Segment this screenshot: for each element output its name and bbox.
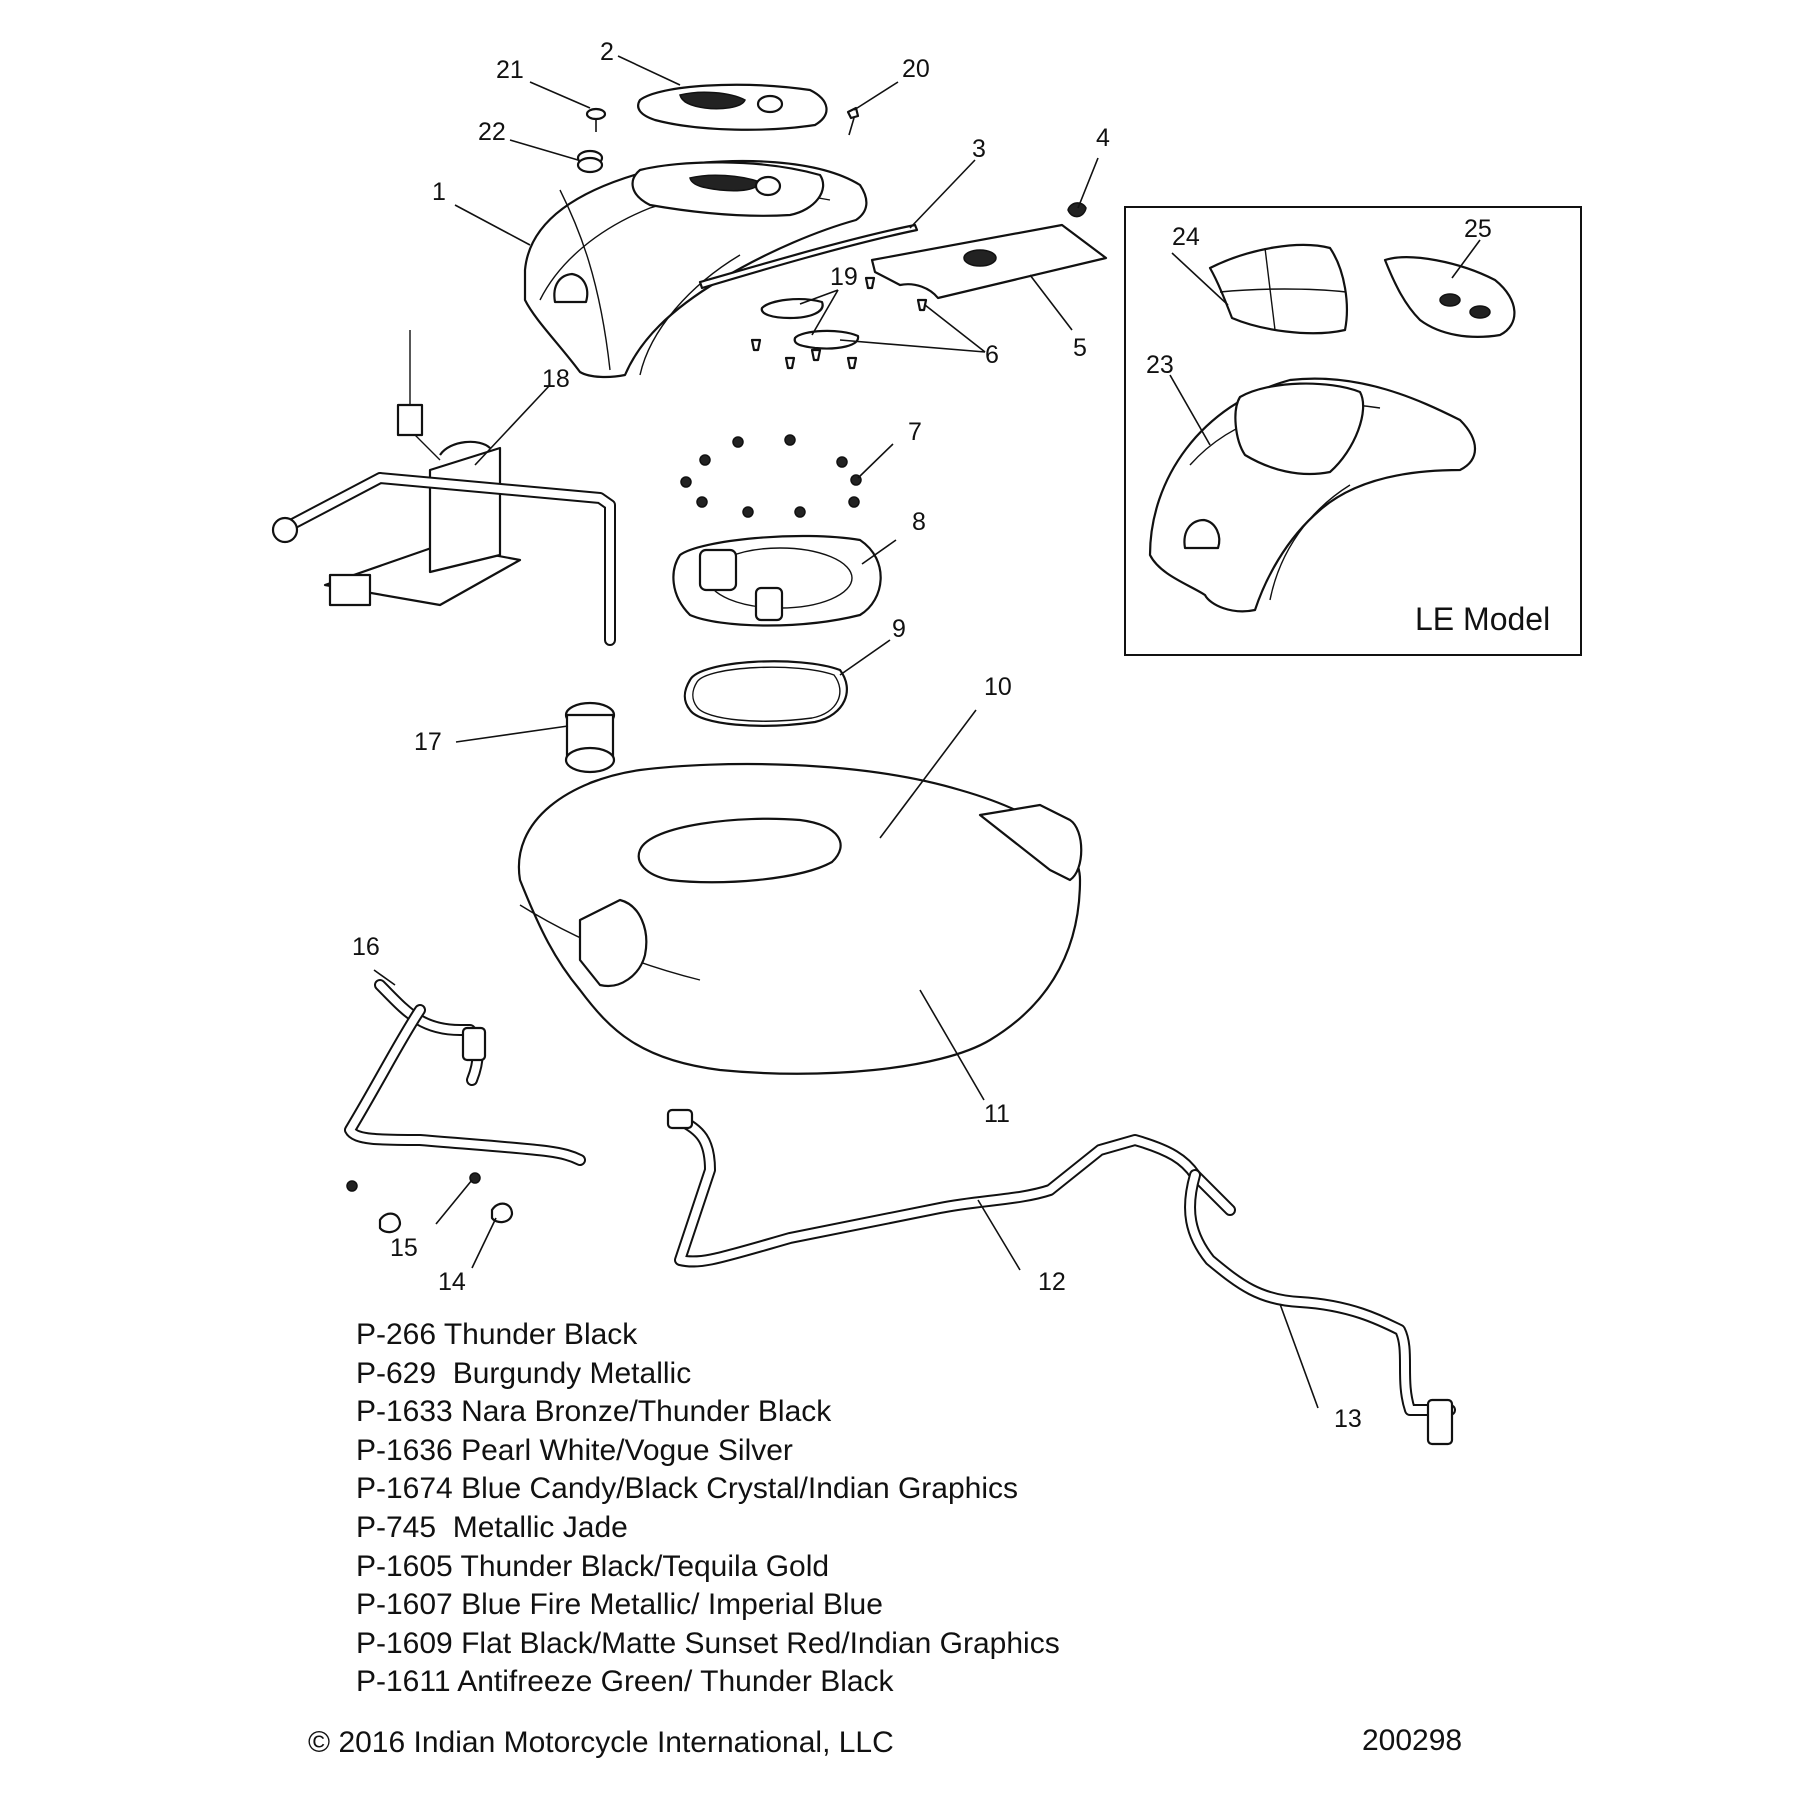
callout-1: 1 (432, 178, 446, 206)
paint-name: Thunder Black/Tequila Gold (460, 1549, 830, 1583)
leader-lines (373, 55, 1481, 1409)
paint-code-list: P-266 Thunder Black P-629 Burgundy Metal… (356, 1316, 1256, 1702)
paint-row: P-1611 Antifreeze Green/ Thunder Black (356, 1663, 1256, 1702)
callout-8: 8 (912, 508, 926, 536)
callout-17: 17 (414, 728, 442, 756)
part-2-badge-plate[interactable] (637, 83, 828, 131)
part-16-hose[interactable] (344, 979, 586, 1166)
callout-5: 5 (1073, 334, 1087, 362)
callout-24: 24 (1172, 223, 1200, 251)
paint-name: Metallic Jade (444, 1510, 628, 1544)
paint-name: Blue Fire Metallic/ Imperial Blue (461, 1588, 883, 1622)
callout-25: 25 (1464, 215, 1492, 243)
part-3-seal-strip[interactable] (698, 223, 919, 290)
callout-3: 3 (972, 135, 986, 163)
callout-13: 13 (1334, 1405, 1362, 1433)
callout-15: 15 (390, 1234, 418, 1262)
paint-row: P-745 Metallic Jade (356, 1509, 1256, 1548)
callout-20: 20 (902, 55, 930, 83)
callout-4: 4 (1096, 124, 1110, 152)
part-14-clamp[interactable] (378, 1202, 514, 1234)
callout-14: 14 (438, 1268, 466, 1296)
paint-name: Antifreeze Green/ Thunder Black (457, 1665, 894, 1699)
callout-18: 18 (542, 365, 570, 393)
callout-numbers: 1 2 3 4 5 6 7 8 9 10 11 12 13 14 15 16 1… (352, 38, 1492, 1433)
paint-row: P-1609 Flat Black/Matte Sunset Red/India… (356, 1625, 1256, 1664)
paint-code: P-1605 (356, 1549, 453, 1583)
part-25-le-trim[interactable] (1383, 256, 1516, 338)
paint-name: Blue Candy/Black Crystal/Indian Graphics (461, 1472, 1019, 1506)
callout-9: 9 (892, 615, 906, 643)
paint-code: P-629 (356, 1356, 437, 1390)
callout-12: 12 (1038, 1268, 1066, 1296)
part-6-screws[interactable] (750, 276, 928, 370)
paint-name: Burgundy Metallic (444, 1356, 692, 1390)
callout-2: 2 (600, 38, 614, 66)
part-5-mounting-bracket[interactable] (870, 223, 1108, 300)
part-19-bracket[interactable] (760, 298, 860, 350)
paint-code: P-1674 (356, 1472, 453, 1506)
paint-code: P-745 (356, 1510, 437, 1544)
part-12-vent-hose[interactable] (666, 1108, 1236, 1268)
paint-name: Thunder Black (443, 1318, 638, 1351)
callout-23: 23 (1146, 351, 1174, 379)
callout-19: 19 (830, 263, 858, 291)
part-23-le-console[interactable] (1148, 377, 1476, 613)
paint-row: P-629 Burgundy Metallic (356, 1355, 1256, 1394)
part-22-grommet[interactable] (576, 149, 604, 174)
copyright-notice: © 2016 Indian Motorcycle International, … (308, 1726, 894, 1759)
part-20-screw[interactable] (846, 106, 860, 136)
paint-row: P-1636 Pearl White/Vogue Silver (356, 1432, 1256, 1471)
part-15-screw[interactable] (346, 1172, 481, 1192)
part-13-vent-hose[interactable] (1184, 1169, 1456, 1446)
le-model-label: LE Model (1415, 601, 1550, 637)
callout-21: 21 (496, 56, 524, 84)
paint-name: Nara Bronze/Thunder Black (461, 1395, 832, 1429)
callout-7: 7 (908, 418, 922, 446)
paint-code: P-1609 (356, 1626, 453, 1660)
part-18-fuel-pump-assembly[interactable] (271, 330, 616, 646)
callout-10: 10 (984, 673, 1012, 701)
paint-row: P-1633 Nara Bronze/Thunder Black (356, 1393, 1256, 1432)
paint-row: P-1674 Blue Candy/Black Crystal/Indian G… (356, 1470, 1256, 1509)
diagram-number: 200298 (1362, 1724, 1463, 1757)
callout-11: 11 (984, 1100, 1010, 1128)
le-model-inset: LE Model (1124, 206, 1582, 656)
paint-name: Flat Black/Matte Sunset Red/Indian Graph… (461, 1626, 1060, 1660)
part-11-fuel-tank[interactable] (517, 762, 1083, 1075)
callout-22: 22 (478, 118, 506, 146)
paint-row: P-266 Thunder Black (356, 1316, 1256, 1355)
paint-name: Pearl White/Vogue Silver (461, 1433, 793, 1467)
paint-code: P-1633 (356, 1395, 453, 1429)
paint-code: P-1607 (356, 1588, 453, 1622)
part-7-nuts[interactable] (680, 434, 862, 518)
part-1-console-cover[interactable] (523, 159, 868, 379)
callout-16: 16 (352, 933, 380, 961)
paint-code: P-266 (356, 1318, 437, 1351)
part-21-screw[interactable] (585, 107, 607, 132)
part-4-push-clip[interactable] (1067, 202, 1087, 218)
part-9-gasket[interactable] (683, 660, 848, 727)
callout-6: 6 (985, 341, 999, 369)
paint-code: P-1636 (356, 1433, 453, 1467)
part-8-pump-plate[interactable] (672, 534, 882, 627)
paint-code: P-1611 (356, 1665, 451, 1699)
paint-row: P-1605 Thunder Black/Tequila Gold (356, 1548, 1256, 1587)
paint-row: P-1607 Blue Fire Metallic/ Imperial Blue (356, 1586, 1256, 1625)
part-24-le-pad[interactable] (1208, 243, 1348, 335)
